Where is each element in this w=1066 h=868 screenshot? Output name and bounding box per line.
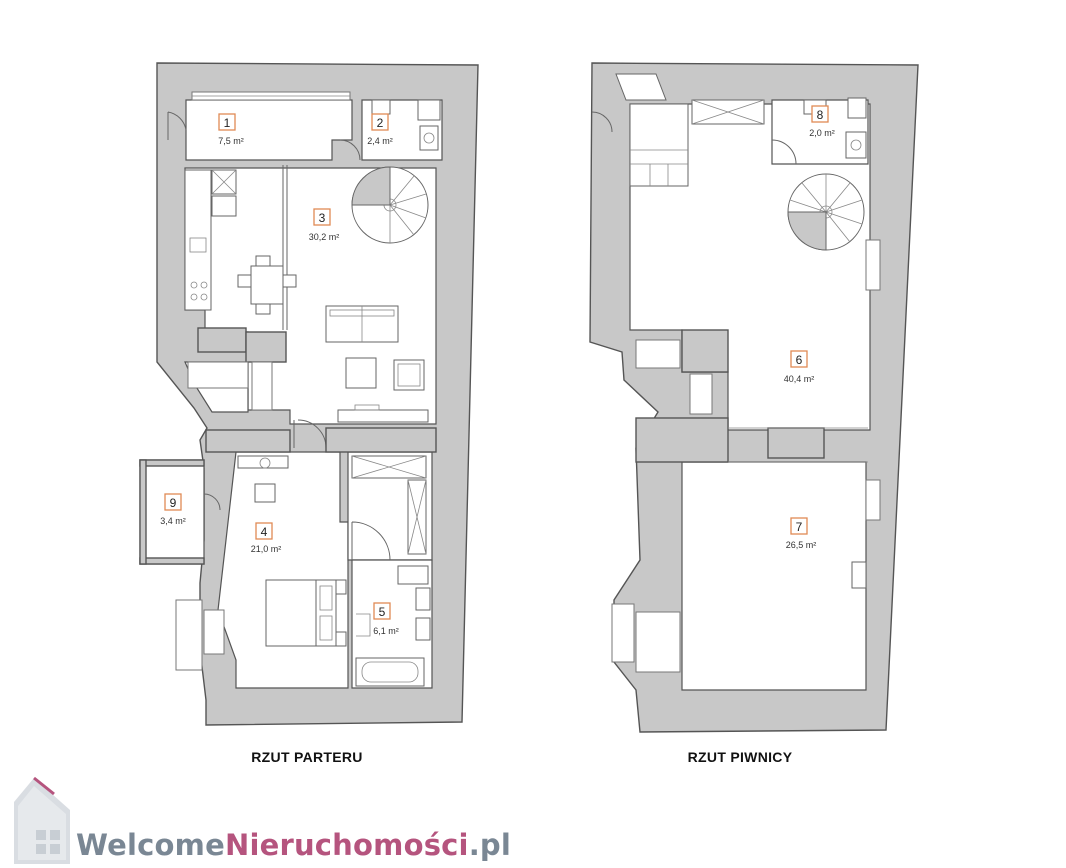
dining-table xyxy=(250,265,284,305)
brand-part-domain: .pl xyxy=(468,828,512,862)
spiral-staircase-ground xyxy=(351,166,429,244)
basement-entry-stair xyxy=(629,103,689,187)
wc-sink xyxy=(419,125,439,151)
watermark: WelcomeNieruchomości.pl xyxy=(6,768,1066,868)
room-number: 9 xyxy=(170,496,177,510)
brand-name: WelcomeNieruchomości.pl xyxy=(76,828,511,862)
room-area: 26,5 m² xyxy=(786,540,817,550)
room-7-floor xyxy=(681,461,867,691)
room-label-2: 2 2,4 m² xyxy=(367,113,393,146)
room-number: 7 xyxy=(796,520,803,534)
room-label-7: 7 26,5 m² xyxy=(786,517,817,550)
brand-part-nieruchomosci: Nieruchomości xyxy=(224,828,469,862)
armchair-2 xyxy=(393,359,425,391)
room-area: 30,2 m² xyxy=(309,232,340,242)
room-9-balcony xyxy=(139,459,205,565)
room-label-5: 5 6,1 m² xyxy=(373,602,399,636)
room-area: 7,5 m² xyxy=(218,136,244,146)
bath-sink xyxy=(397,565,429,585)
room-label-9: 9 3,4 m² xyxy=(160,493,186,526)
kitchen-counter xyxy=(184,169,212,311)
basement-top-stair xyxy=(615,73,667,101)
inner-wall-4 xyxy=(205,429,291,453)
room-number: 4 xyxy=(261,525,268,539)
basement-pillar xyxy=(767,427,825,459)
tv-unit xyxy=(337,409,429,423)
room-area: 40,4 m² xyxy=(784,374,815,384)
room-area: 2,4 m² xyxy=(367,136,393,146)
inner-wall-2 xyxy=(245,331,287,363)
house-logo-icon xyxy=(14,776,70,864)
wc-toilet xyxy=(371,99,391,115)
room-number: 5 xyxy=(379,605,386,619)
room-8-floor xyxy=(771,99,869,165)
room-number: 6 xyxy=(796,353,803,367)
inner-wall-1 xyxy=(197,327,247,353)
wc-cabinet xyxy=(417,99,441,121)
room-area: 6,1 m² xyxy=(373,626,399,636)
room-1-floor xyxy=(185,99,353,161)
room-5-floor xyxy=(351,559,433,689)
room-label-4: 4 21,0 m² xyxy=(251,522,282,554)
ground-floor-title: RZUT PARTERU xyxy=(251,749,362,765)
room-label-1: 1 7,5 m² xyxy=(218,113,244,146)
desk xyxy=(237,455,289,469)
spiral-staircase-basement xyxy=(787,173,865,251)
room-label-3: 3 30,2 m² xyxy=(309,208,340,242)
room-area: 2,0 m² xyxy=(809,128,835,138)
entrance-door xyxy=(167,111,187,140)
room-area: 21,0 m² xyxy=(251,544,282,554)
room-label-8: 8 2,0 m² xyxy=(809,105,835,138)
room-number: 3 xyxy=(319,211,326,225)
room-number: 1 xyxy=(224,116,231,130)
brand-part-welcome: Welcome xyxy=(76,828,225,862)
room-number: 2 xyxy=(377,116,384,130)
inner-wall-3 xyxy=(325,427,437,453)
room-area: 3,4 m² xyxy=(160,516,186,526)
basement-title: RZUT PIWNICY xyxy=(688,749,793,765)
room-number: 8 xyxy=(817,108,824,122)
ground-floor-plan xyxy=(139,62,479,726)
basement-inner-wall-1 xyxy=(681,329,729,373)
basement-inner-wall-2 xyxy=(635,417,729,463)
room-4-floor xyxy=(217,451,349,689)
basement-plan xyxy=(589,62,919,733)
armchair-1 xyxy=(345,357,377,389)
room-label-6: 6 40,4 m² xyxy=(784,350,815,384)
